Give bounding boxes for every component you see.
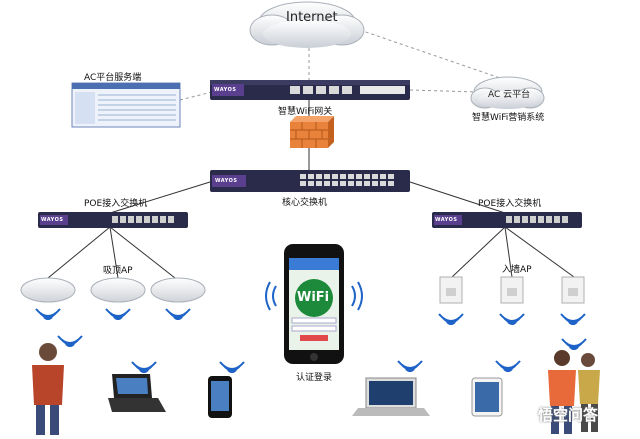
switch-port xyxy=(546,216,552,223)
switch-port xyxy=(364,174,370,179)
switch-port xyxy=(160,216,166,223)
mobile-phone-icon xyxy=(208,361,245,418)
poe-left-label: POE接入交换机 xyxy=(84,199,148,209)
switch-port xyxy=(168,216,174,223)
switch-port xyxy=(380,181,386,186)
switch-port xyxy=(356,181,362,186)
laptop-icon xyxy=(352,360,430,416)
internet-label: Internet xyxy=(286,10,338,25)
switch-port xyxy=(562,216,568,223)
ceiling-ap-group xyxy=(20,277,206,320)
core-switch-label: 核心交换机 xyxy=(282,198,328,208)
core-switch xyxy=(210,170,410,192)
firewall-icon xyxy=(290,116,334,148)
ceiling-ap-icon xyxy=(150,277,206,320)
gateway-device xyxy=(210,80,410,100)
poe-switch-left xyxy=(38,212,188,228)
switch-port xyxy=(380,174,386,179)
switch-port xyxy=(332,181,338,186)
switch-port xyxy=(316,181,322,186)
switch-port xyxy=(364,181,370,186)
wall-ap-group xyxy=(438,276,586,325)
switch-port xyxy=(522,216,528,223)
switch-port xyxy=(554,216,560,223)
poe-switch-right xyxy=(432,212,582,228)
ceiling-ap-label: 吸顶AP xyxy=(103,266,133,276)
switch-port xyxy=(300,181,306,186)
switch-port xyxy=(308,174,314,179)
poe-right-label: POE接入交换机 xyxy=(478,199,542,209)
switch-port xyxy=(506,216,512,223)
switch-port xyxy=(356,174,362,179)
switch-port xyxy=(348,174,354,179)
switch-port xyxy=(308,181,314,186)
wifi-signal-icon xyxy=(265,281,363,311)
wall-ap-icon xyxy=(560,276,586,325)
ac-cloud-label: AC 云平台 xyxy=(488,90,531,100)
switch-port xyxy=(136,216,142,223)
switch-port xyxy=(514,216,520,223)
dashed-links xyxy=(179,29,501,101)
poe-right-brand-logo: WAYOS xyxy=(435,217,458,223)
switch-port xyxy=(372,174,378,179)
wall-ap-icon xyxy=(438,276,464,325)
ac-server-screen xyxy=(71,82,181,128)
switch-port xyxy=(324,181,330,186)
switch-port xyxy=(538,216,544,223)
switch-port xyxy=(332,174,338,179)
switch-port xyxy=(316,174,322,179)
person-user-icon xyxy=(548,338,600,434)
switch-port xyxy=(120,216,126,223)
core-switch-brand-logo: WAYOS xyxy=(215,178,238,184)
wall-ap-icon xyxy=(499,276,525,325)
smartphone-login xyxy=(265,244,363,364)
switch-port xyxy=(388,181,394,186)
ceiling-ap-icon xyxy=(90,277,146,320)
ac-server-label: AC平台服务端 xyxy=(84,73,142,83)
watermark-text: 悟空问答 xyxy=(538,406,599,424)
internet-cloud xyxy=(249,1,365,48)
switch-port xyxy=(372,181,378,186)
phone-wifi-text: WiFi xyxy=(297,290,330,305)
switch-port xyxy=(112,216,118,223)
switch-port xyxy=(340,181,346,186)
switch-port xyxy=(324,174,330,179)
switch-port xyxy=(388,174,394,179)
laptop-icon xyxy=(108,361,166,412)
poe-left-brand-logo: WAYOS xyxy=(41,217,64,223)
ceiling-ap-icon xyxy=(20,277,76,320)
switch-port xyxy=(530,216,536,223)
gateway-label: 智慧WiFi网关 xyxy=(278,107,333,117)
person-user-icon xyxy=(32,335,83,435)
tablet-icon xyxy=(471,360,521,417)
switch-port xyxy=(348,181,354,186)
switch-port xyxy=(152,216,158,223)
marketing-label: 智慧WiFi营销系统 xyxy=(472,113,545,123)
solid-links xyxy=(47,100,575,279)
wall-ap-label: 入墙AP xyxy=(502,265,532,275)
gateway-brand-logo: WAYOS xyxy=(214,87,237,93)
auth-login-label: 认证登录 xyxy=(296,373,333,383)
switch-port xyxy=(340,174,346,179)
ac-cloud xyxy=(470,76,545,109)
switch-port xyxy=(144,216,150,223)
switch-port xyxy=(128,216,134,223)
switch-port xyxy=(300,174,306,179)
